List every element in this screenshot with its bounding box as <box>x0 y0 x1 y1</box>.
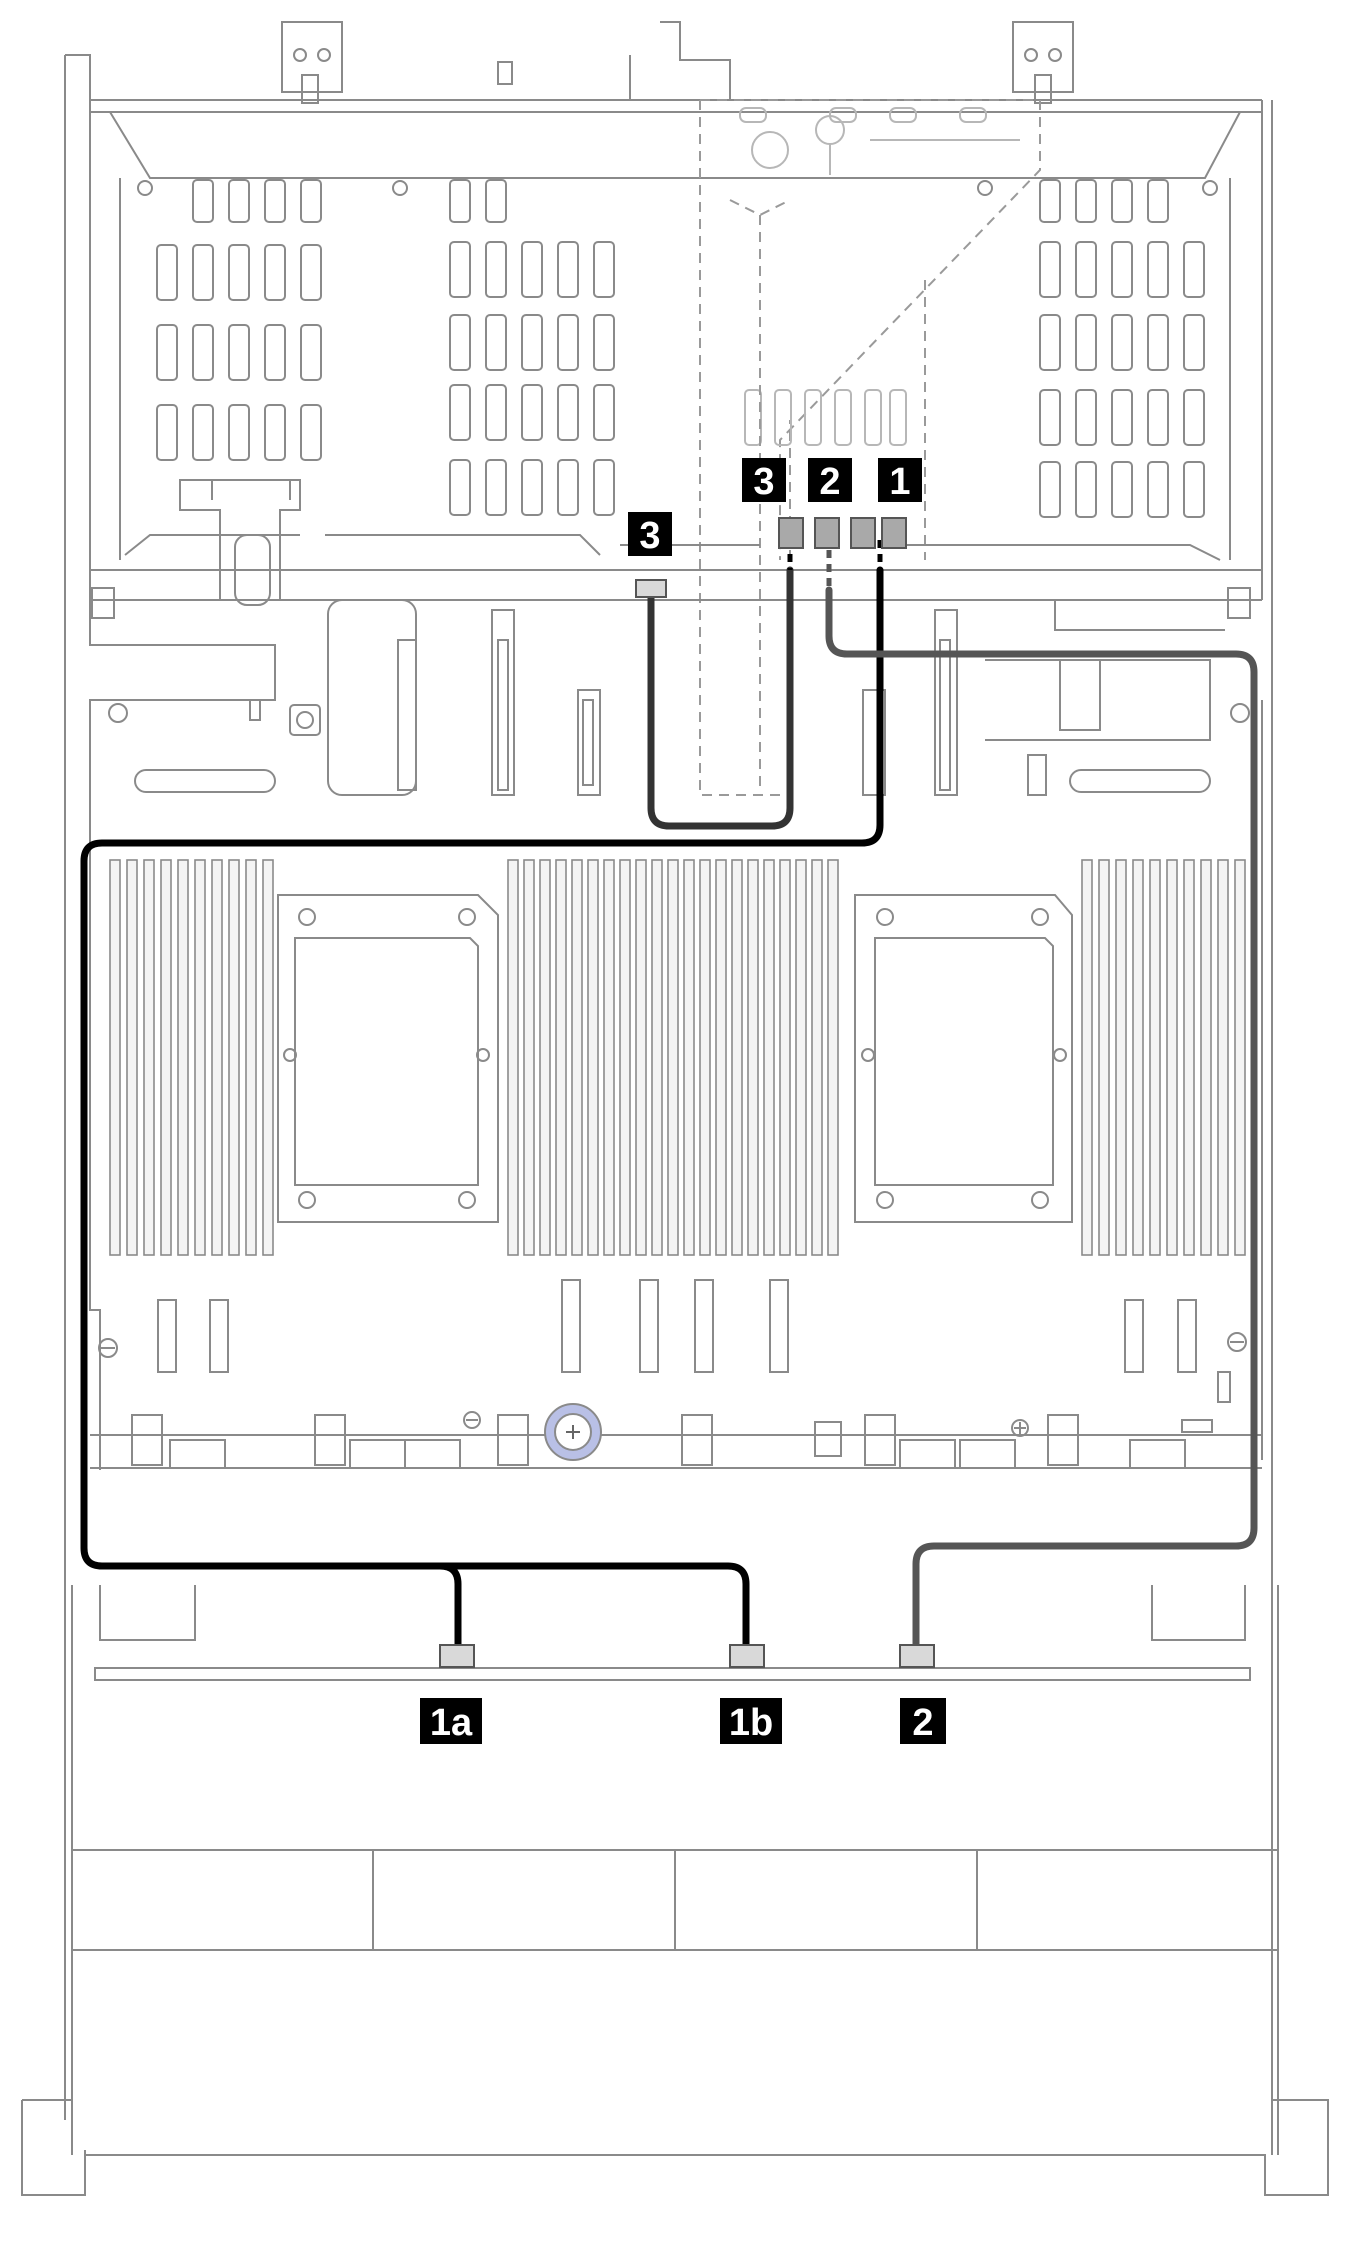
cage-latch-handle <box>179 479 301 606</box>
riser-connector-3 <box>778 517 804 549</box>
backplane-connector-1b <box>729 1644 765 1668</box>
callout-riser-3-label: 3 <box>753 461 774 503</box>
bottom-board-connectors <box>131 1371 1231 1469</box>
screw-icon <box>1011 1419 1029 1437</box>
callout-riser-2-label: 2 <box>819 461 840 503</box>
backplane-connector-2 <box>899 1644 935 1668</box>
chassis-outline <box>64 54 1273 2120</box>
top-latch-left <box>281 21 343 104</box>
cage-floor-rails <box>90 534 1262 619</box>
board-connector-3 <box>635 579 667 598</box>
callout-backplane-1b: 1b <box>720 1698 782 1744</box>
callout-backplane-1a-label: 1a <box>430 1702 473 1744</box>
front-cage <box>109 111 1241 560</box>
callout-board-3: 3 <box>628 512 672 557</box>
riser-connector-1 <box>850 517 907 549</box>
callout-backplane-2-label: 2 <box>912 1702 933 1744</box>
riser-connector-2 <box>814 517 840 549</box>
dimm-bank-right <box>1081 859 1246 1256</box>
callout-riser-1-label: 1 <box>889 461 910 503</box>
vent-grid-right <box>1039 179 1205 518</box>
cable-1-branch <box>436 1562 750 1652</box>
callout-riser-3: 3 <box>742 458 786 503</box>
cpu-socket-right <box>854 894 1073 1223</box>
pcie-slots-upper <box>327 599 1225 796</box>
motherboard-outline <box>89 600 1263 1470</box>
callout-backplane-1a: 1a <box>420 1698 482 1744</box>
cable-2 <box>825 586 1258 1652</box>
screw-icon <box>1227 1332 1247 1352</box>
top-latch-right <box>1012 21 1074 104</box>
callout-backplane-1b-label: 1b <box>729 1702 773 1744</box>
callout-board-3-label: 3 <box>639 515 660 557</box>
board-connectors-horizontal <box>108 699 1250 793</box>
backplane-connector-1a <box>439 1644 475 1668</box>
drive-backplane-area <box>21 1585 1329 2196</box>
top-power-tab <box>497 21 731 100</box>
fan-hub-icon <box>544 1403 602 1461</box>
cable-3 <box>647 566 794 830</box>
callout-riser-2: 2 <box>808 458 852 503</box>
vent-grid-left <box>156 179 322 461</box>
screw-icon <box>98 1338 118 1358</box>
screw-icon <box>463 1411 481 1429</box>
callout-riser-1: 1 <box>878 458 922 503</box>
pcie-slots-lower <box>157 1279 1197 1373</box>
vent-grid-center <box>449 179 615 516</box>
cpu-socket-left <box>277 894 499 1223</box>
dimm-bank-center <box>507 859 839 1256</box>
callout-backplane-2: 2 <box>900 1698 946 1744</box>
dimm-bank-left <box>109 859 274 1256</box>
